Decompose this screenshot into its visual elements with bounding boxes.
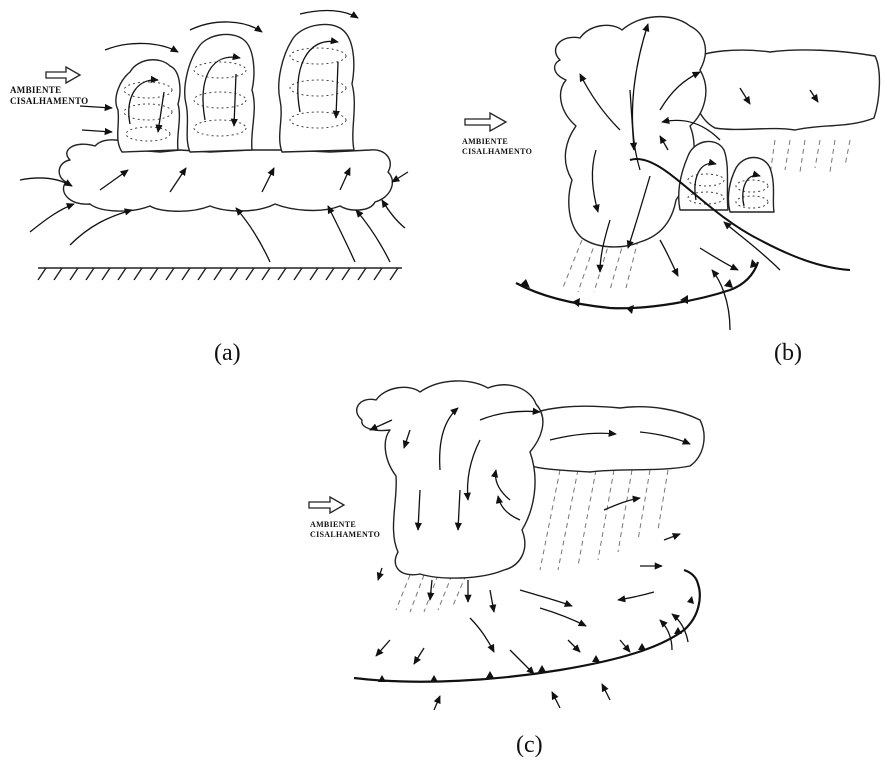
shear-label-c: AMBIENTE CISALHAMENTO xyxy=(310,520,380,540)
storm-body-c xyxy=(357,381,543,578)
caption-c: (c) xyxy=(516,732,543,759)
shear-arrow-icon xyxy=(309,497,344,513)
shear-label-line2: CISALHAMENTO xyxy=(310,530,380,540)
gust-front-icon xyxy=(354,570,700,682)
shear-label-line1: AMBIENTE xyxy=(310,520,380,530)
